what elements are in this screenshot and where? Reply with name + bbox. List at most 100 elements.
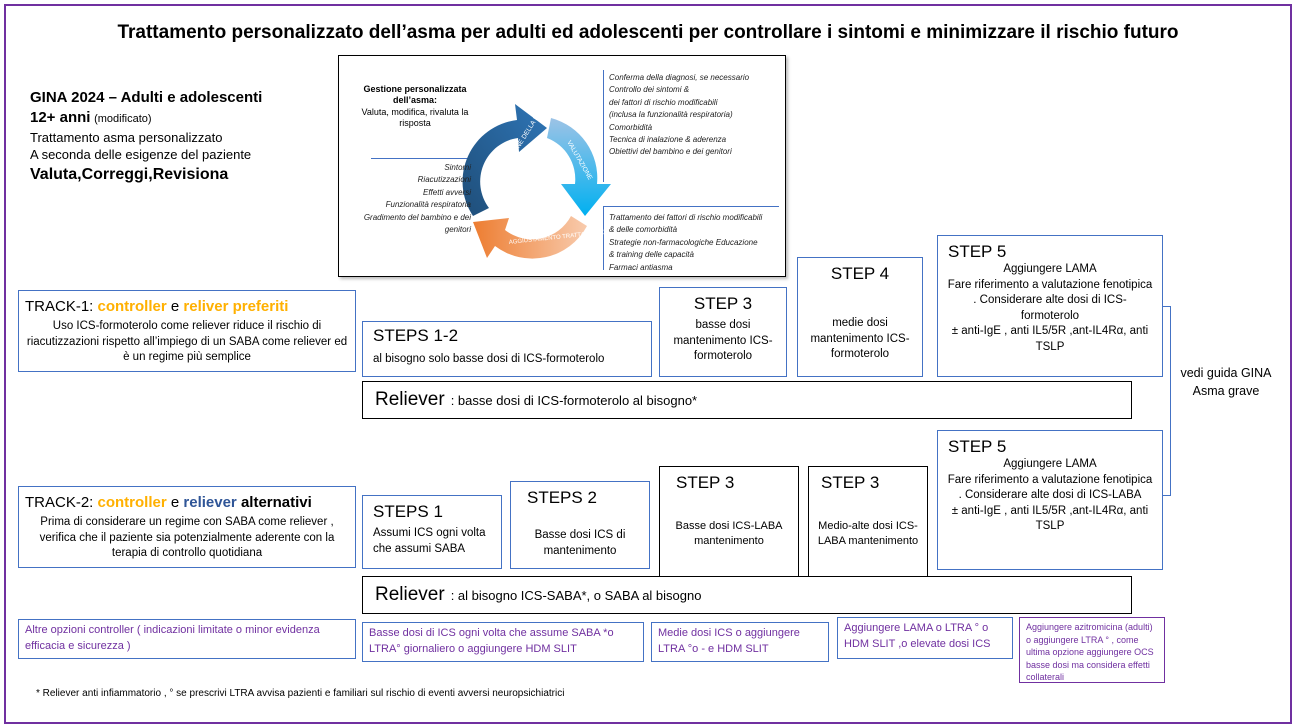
footnote: * Reliever anti infiammatorio , ° se pre… <box>36 688 565 699</box>
track1-controller: controller <box>97 298 167 315</box>
step-heading: STEP 3 <box>693 294 753 313</box>
t1-step-5: STEP 5 Aggiungere LAMA Fare riferimento … <box>937 235 1163 377</box>
t1-step-3: STEP 3 basse dosi mantenimento ICS-formo… <box>659 287 787 377</box>
cycle-right-bottom-divider <box>603 206 604 270</box>
step-desc: Aggiungere LAMA <box>1003 458 1097 470</box>
page-title: Trattamento personalizzato dell’asma per… <box>117 22 1179 43</box>
step-desc: Assumi ICS ogni volta che assumi SABA <box>373 527 486 555</box>
arrow-review <box>462 104 547 216</box>
cycle-rb-item: & delle comorbidità <box>609 225 678 235</box>
step-heading: STEP 5 <box>948 242 1007 261</box>
track2-reliever: reliever <box>183 494 237 511</box>
track1-reliver: reliver preferiti <box>183 298 289 315</box>
step-desc: medie dosi mantenimento ICS-formoterolo <box>810 317 910 361</box>
cycle-rt-item: Conferma della diagnosi, se necessario <box>609 73 750 82</box>
track2-heading: TRACK-2: controller e reliever alternati… <box>25 493 349 513</box>
cycle-left-divider <box>371 158 471 159</box>
t1-steps-1-2: STEPS 1-2 al bisogno solo basse dosi di … <box>362 321 652 377</box>
track1-box: TRACK-1: controller e reliver preferiti … <box>18 290 356 372</box>
reliever2-text: : al bisogno ICS-SABA*, o SABA al bisogn… <box>450 587 702 603</box>
option-step5: Aggiungere azitromicina (adulti) o aggiu… <box>1019 617 1165 683</box>
gina-title: GINA 2024 – Adulti e adolescenti <box>30 89 263 106</box>
gina-age-note: (modificato) <box>94 113 152 126</box>
severe-asthma-note: vedi guida GINA Asma grave <box>1180 366 1272 399</box>
t2-step-5: STEP 5 Aggiungere LAMA Fare riferimento … <box>937 430 1163 570</box>
step-heading: STEPS 1-2 <box>373 326 459 345</box>
cycle-adjust-list: Trattamento dei fattori di rischio modif… <box>609 212 762 274</box>
cycle-rt-item: Comorbidità <box>609 122 653 132</box>
gina-line4: A seconda delle esigenze del paziente <box>30 147 252 163</box>
arrow-adjust <box>473 216 587 259</box>
step5-connector <box>1163 306 1171 496</box>
step-desc: Medio-alte dosi ICS-LABA mantenimento <box>817 520 919 547</box>
step-heading: STEP 3 <box>676 473 735 492</box>
cycle-rt-item: Tecnica di inalazione & aderenza <box>609 134 727 144</box>
cycle-rt-item: dei fattori di rischio modificabili <box>609 97 718 107</box>
cycle-rt-item: (inclusa la funzionalità respiratoria) <box>609 110 733 120</box>
reliever2-label: Reliever <box>375 584 445 605</box>
cycle-left-item: Sintomi <box>444 163 471 172</box>
cycle-rb-item: Strategie non-farmacologiche Educazione <box>609 237 758 247</box>
gina-line5: Valuta,Correggi,Revisiona <box>30 165 229 183</box>
management-cycle-figure: Gestione personalizzata dell’asma: Valut… <box>338 55 786 277</box>
cycle-rt-item: Obiettivi del bambino e dei genitori <box>609 147 732 157</box>
cycle-left-item: Riacutizzazioni <box>417 175 471 185</box>
cycle-left-item: Funzionalità respiratoria <box>385 200 471 210</box>
step-heading: STEP 3 <box>821 473 880 492</box>
cycle-right-top-divider <box>603 70 604 182</box>
step-heading: STEPS 1 <box>373 502 443 521</box>
track2-alt: alternativi <box>236 494 312 511</box>
track2-controller: controller <box>97 494 167 511</box>
cycle-left-item: Gradimento del bambino e dei genitori <box>363 212 471 234</box>
step-desc: Fare riferimento a valutazione fenotipic… <box>947 278 1153 322</box>
reliever1-label: Reliever <box>375 389 445 410</box>
option-step4: Aggiungere LAMA o LTRA ° o HDM SLIT ,o e… <box>837 617 1013 659</box>
arrow-assess <box>547 118 611 216</box>
cycle-center-text: Gestione personalizzata dell’asma: Valut… <box>361 84 469 129</box>
gina-age: 12+ anni <box>30 109 91 127</box>
reliever-track1: Reliever : basse dosi di ICS-formoterolo … <box>362 381 1132 419</box>
cycle-arrows-icon: RIVALUTAZIONE DELLA RISPOSTA VALUTAZIONE… <box>462 90 611 259</box>
cycle-rb-item: Trattamento dei fattori di rischio modif… <box>609 213 763 222</box>
cycle-rb-item: & training delle capacità <box>609 250 694 260</box>
reliever1-text: : basse dosi di ICS-formoterolo al bisog… <box>450 392 698 408</box>
cycle-right-hline <box>603 206 779 207</box>
track1-heading: TRACK-1: controller e reliver preferiti <box>25 297 349 317</box>
step-heading: STEP 5 <box>948 437 1007 456</box>
track2-text: Prima di considerare un regime con SABA … <box>39 516 335 560</box>
track2-and: e <box>166 494 184 511</box>
gina-header: GINA 2024 – Adulti e adolescenti 12+ ann… <box>30 88 262 185</box>
step-desc: ± anti-IgE , anti IL5/5R ,ant-IL4Rα, ant… <box>951 504 1149 533</box>
track2-box: TRACK-2: controller e reliever alternati… <box>18 486 356 568</box>
step-heading: STEP 4 <box>830 264 890 283</box>
t2-step-3b: STEP 3 Medio-alte dosi ICS-LABA mantenim… <box>808 466 928 580</box>
page-frame <box>4 4 1292 724</box>
step-desc: al bisogno solo basse dosi di ICS-formot… <box>373 353 605 365</box>
gina-line3: Trattamento asma personalizzato <box>30 129 223 145</box>
t2-steps-1: STEPS 1 Assumi ICS ogni volta che assumi… <box>362 495 502 569</box>
cycle-rt-item: Controllo dei sintomi & <box>609 85 690 95</box>
track1-text: Uso ICS-formoterolo come reliever riduce… <box>26 320 348 364</box>
reliever-track2: Reliever : al bisogno ICS-SABA*, o SABA a… <box>362 576 1132 614</box>
step-desc: ± anti-IgE , anti IL5/5R ,ant-IL4Rα, ant… <box>951 325 1149 353</box>
other-options-box: Altre opzioni controller ( indicazioni l… <box>18 619 356 659</box>
option-step2: Basse dosi di ICS ogni volta che assume … <box>362 622 644 662</box>
t2-steps-2: STEPS 2 Basse dosi ICS di mantenimento <box>510 481 650 569</box>
step-desc: Basse dosi ICS-LABA mantenimento <box>675 520 783 547</box>
step-desc: Fare riferimento a valutazione fenotipic… <box>947 473 1153 502</box>
step-desc: basse dosi mantenimento ICS-formoterolo <box>673 319 773 363</box>
t2-step-3a: STEP 3 Basse dosi ICS-LABA mantenimento <box>659 466 799 580</box>
step-desc: Basse dosi ICS di mantenimento <box>534 529 626 557</box>
step-desc: Aggiungere LAMA <box>1003 263 1097 275</box>
track1-and: e <box>166 298 184 315</box>
cycle-assessment-list: Conferma della diagnosi, se necessario C… <box>609 72 749 159</box>
cycle-center-title: Gestione personalizzata dell’asma: <box>363 84 467 106</box>
cycle-review-list: Sintomi Riacutizzazioni Effetti avversi … <box>343 162 471 236</box>
track1-label: TRACK-1: <box>25 298 98 315</box>
cycle-rb-item: Farmaci antiasma <box>609 262 673 272</box>
step-heading: STEPS 2 <box>527 488 597 507</box>
cycle-center-body: Valuta, modifica, rivaluta la risposta <box>361 106 469 128</box>
t1-step-4: STEP 4 medie dosi mantenimento ICS-formo… <box>797 257 923 377</box>
cycle-left-item: Effetti avversi <box>422 187 471 197</box>
option-step3: Medie dosi ICS o aggiungere LTRA °o - e … <box>651 622 829 662</box>
